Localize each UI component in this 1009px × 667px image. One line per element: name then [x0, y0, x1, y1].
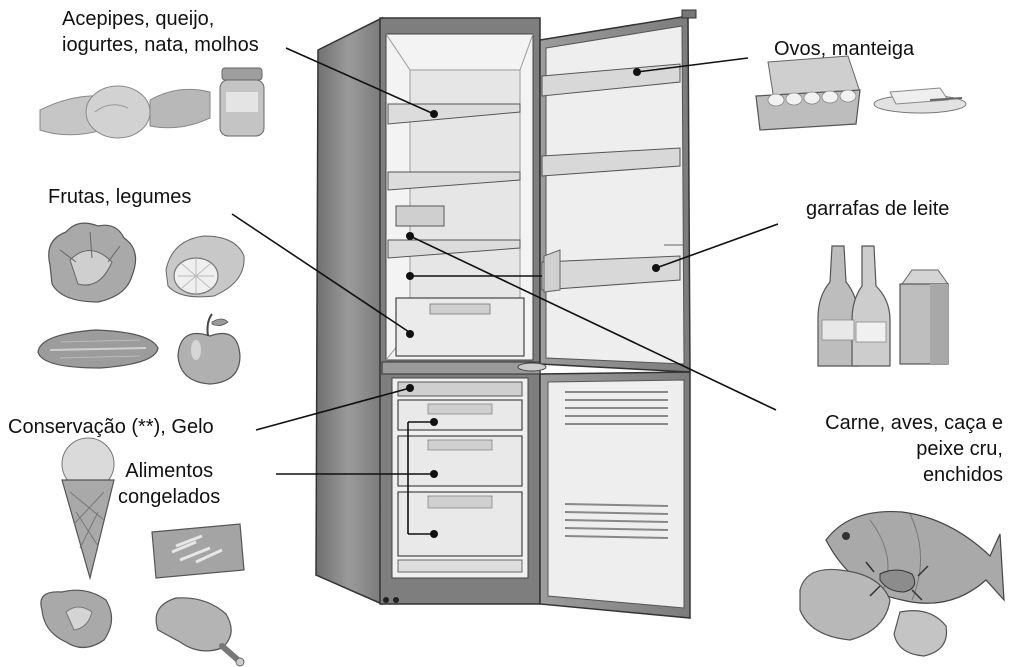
ice-cream-cone-icon — [61, 437, 115, 581]
door-handle — [517, 362, 547, 372]
fridge-side-wall — [315, 16, 383, 606]
label-fruits: Frutas, legumes — [48, 186, 192, 208]
label-conservation: Conservação (**), Gelo — [8, 416, 214, 438]
label-meat-line2: peixe cru, — [916, 438, 1003, 460]
door-racks — [541, 63, 681, 291]
lettuce-icon — [48, 222, 137, 303]
cucumber-icon — [37, 329, 159, 369]
freezer-door-vents — [564, 391, 669, 539]
freezer-door-inner — [547, 379, 685, 609]
label-eggs: Ovos, manteiga — [774, 38, 915, 60]
butter-dish-icon — [873, 87, 967, 114]
apple-icon — [177, 313, 241, 385]
egg-carton-icon — [755, 55, 861, 131]
label-dairy-line1: Acepipes, queijo, — [62, 8, 215, 30]
label-frozen-line2: congelados — [118, 486, 221, 508]
label-meat-line1: Carne, aves, caça e — [825, 412, 1003, 434]
meat-drawer — [395, 205, 445, 227]
cheese-icon — [39, 85, 211, 139]
leader-lines — [231, 47, 779, 535]
label-bottles: garrafas de leite — [806, 198, 950, 220]
label-meat-line3: enchidos — [922, 464, 1003, 486]
lemon-icon — [165, 235, 245, 298]
lobster-icon — [865, 561, 929, 601]
compartment-divider — [381, 361, 541, 375]
label-frozen: Alimentos congelados — [118, 458, 220, 510]
fish-icon — [799, 510, 1005, 657]
chicken-leg-icon — [155, 597, 245, 667]
label-dairy: Acepipes, queijo, iogurtes, nata, molhos — [62, 6, 259, 58]
label-dairy-line2: iogurtes, nata, molhos — [62, 34, 259, 56]
wine-bottle-icon — [817, 245, 891, 367]
label-frozen-line1: Alimentos — [125, 460, 214, 482]
ice-tray — [397, 381, 523, 397]
label-meat: Carne, aves, caça e peixe cru, enchidos — [825, 410, 1003, 488]
leader-dots — [406, 68, 660, 538]
refrigerator — [315, 9, 697, 619]
freezer-drawers — [397, 399, 523, 557]
jam-jar-icon — [219, 67, 265, 137]
milk-carton-icon — [899, 269, 949, 365]
fries-bag-icon — [151, 523, 245, 579]
steak-icon — [40, 589, 113, 649]
